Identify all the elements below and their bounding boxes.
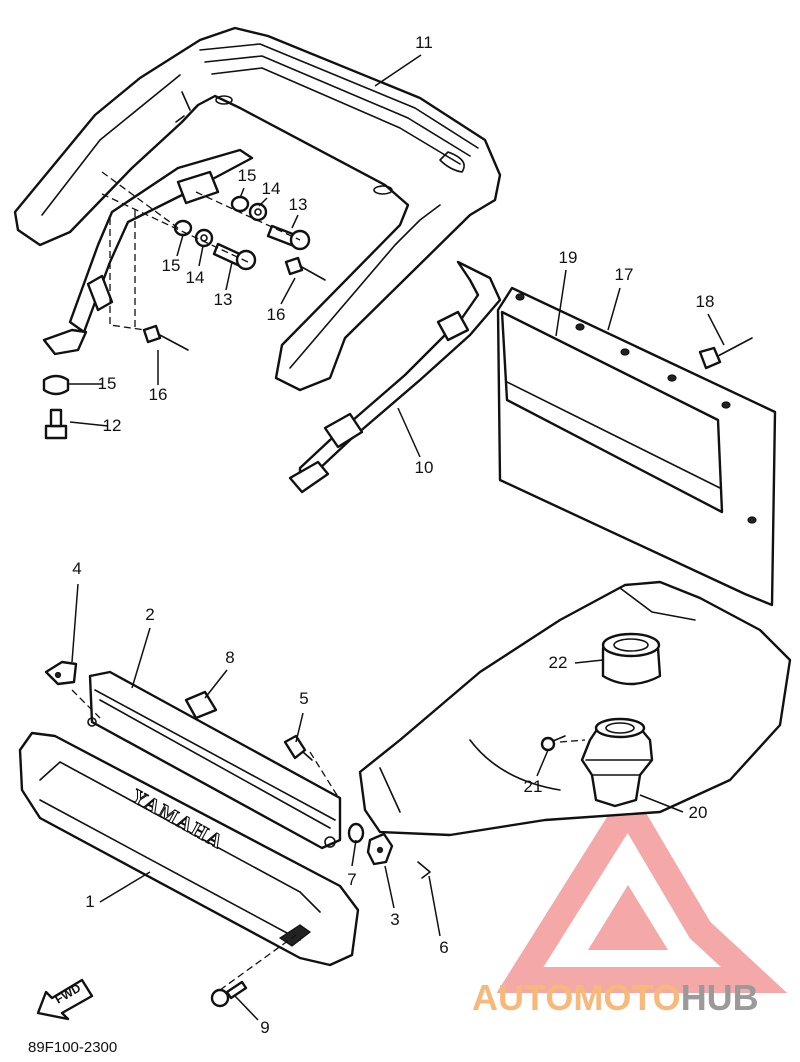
callout-label-c20: 20 bbox=[689, 803, 708, 822]
callout-label-c3: 3 bbox=[390, 910, 399, 929]
callout-label-c4: 4 bbox=[72, 559, 81, 578]
callout-leader-c11 bbox=[374, 54, 422, 87]
callout-leader-c15b bbox=[239, 187, 245, 199]
callout-label-c7: 7 bbox=[347, 870, 356, 889]
callout-leader-c13 bbox=[225, 261, 233, 291]
callout-label-c1: 1 bbox=[85, 892, 94, 911]
callout-label-c16: 16 bbox=[149, 385, 168, 404]
callout-leader-c6 bbox=[428, 875, 441, 937]
callout-label-c21: 21 bbox=[524, 777, 543, 796]
part-10-grab-rail bbox=[42, 148, 502, 494]
callout-label-c17: 17 bbox=[615, 265, 634, 284]
callout-label-c15c: 15 bbox=[98, 374, 117, 393]
part-11-rear-carrier bbox=[13, 26, 502, 392]
callout-leader-c4 bbox=[71, 583, 79, 663]
part-6-cotter-pin bbox=[417, 861, 431, 879]
callout-label-c15b: 15 bbox=[238, 166, 257, 185]
callout-label-c14: 14 bbox=[186, 268, 205, 287]
callout-leader-c3 bbox=[384, 865, 395, 909]
callout-leader-c9 bbox=[234, 995, 259, 1021]
callout-leader-c15 bbox=[176, 234, 184, 257]
watermark-word-hub: HUB bbox=[681, 977, 759, 1018]
part-16-rivet-b bbox=[284, 256, 326, 281]
part-13-bolt-a bbox=[212, 242, 257, 271]
watermark-word-moto: MOTO bbox=[573, 977, 680, 1018]
part-9-bolt bbox=[210, 980, 248, 1008]
callout-label-c9: 9 bbox=[260, 1018, 269, 1037]
callout-leader-c22 bbox=[574, 659, 604, 664]
callout-leader-c16b bbox=[280, 277, 296, 305]
callout-leader-c14 bbox=[198, 245, 204, 267]
callout-leader-c8 bbox=[204, 669, 228, 699]
callout-leader-c18 bbox=[707, 313, 725, 346]
callout-label-c22: 22 bbox=[549, 653, 568, 672]
part-22-cap-cover bbox=[601, 632, 662, 686]
callout-leader-c19 bbox=[555, 269, 567, 337]
callout-leader-c2 bbox=[131, 627, 151, 689]
part-3-clamp bbox=[366, 832, 394, 866]
callout-label-c14b: 14 bbox=[262, 179, 281, 198]
part-15-collar-lower bbox=[42, 374, 70, 396]
callout-label-c13b: 13 bbox=[289, 195, 308, 214]
callout-leader-c7 bbox=[351, 839, 357, 867]
part-14-washer-a bbox=[194, 228, 214, 248]
callout-label-c18: 18 bbox=[696, 292, 715, 311]
part-17-mud-flap bbox=[496, 286, 777, 607]
callout-group: 1234567891011121313141415151516161718192… bbox=[68, 33, 725, 1037]
callout-leader-c13b bbox=[291, 214, 299, 229]
callout-label-c5: 5 bbox=[299, 689, 308, 708]
callout-leader-c14b bbox=[258, 197, 268, 207]
part-13-bolt-b bbox=[266, 224, 311, 251]
callout-leader-c21 bbox=[536, 749, 549, 777]
watermark-text: AUTOMOTOHUB bbox=[472, 977, 759, 1018]
part-18-rivet bbox=[698, 337, 753, 370]
callout-leader-c10 bbox=[397, 407, 421, 458]
callout-label-c13: 13 bbox=[214, 290, 233, 309]
callout-leader-c20 bbox=[639, 794, 684, 813]
callout-label-c16b: 16 bbox=[267, 305, 286, 324]
callout-label-c2: 2 bbox=[145, 605, 154, 624]
part-4-bracket bbox=[44, 660, 78, 686]
callout-leader-c17 bbox=[607, 287, 621, 331]
part-5-clip bbox=[283, 734, 313, 761]
part-16-rivet-a bbox=[142, 324, 189, 351]
callout-label-c11: 11 bbox=[415, 33, 433, 52]
svg-text:AUTOMOTOHUB: AUTOMOTOHUB bbox=[472, 977, 759, 1018]
part-20-filler-neck bbox=[580, 717, 654, 808]
watermark-logo-mark bbox=[496, 783, 788, 993]
callout-label-c10: 10 bbox=[415, 458, 434, 477]
fuel-tank bbox=[358, 580, 792, 837]
diagram-code: 89F100-2300 bbox=[28, 1039, 117, 1056]
part-8-label bbox=[184, 690, 218, 720]
part-7-washer bbox=[347, 822, 365, 844]
part-2-cover-bracket bbox=[87, 670, 342, 850]
callout-label-c15: 15 bbox=[162, 256, 181, 275]
callout-leader-c12 bbox=[69, 421, 109, 427]
fwd-arrow-icon: FWD bbox=[36, 978, 94, 1021]
callout-label-c12: 12 bbox=[103, 416, 122, 435]
assembly-lines bbox=[71, 171, 586, 991]
callout-label-c6: 6 bbox=[439, 938, 448, 957]
part-12-bolt bbox=[44, 408, 68, 440]
callout-leader-c1 bbox=[99, 871, 151, 903]
callout-leader-c5 bbox=[295, 712, 304, 743]
watermark-word-auto: AUTO bbox=[472, 977, 573, 1018]
part-15-collar-b bbox=[230, 195, 250, 213]
callout-label-c8: 8 bbox=[225, 648, 234, 667]
callout-label-c19: 19 bbox=[559, 248, 578, 267]
